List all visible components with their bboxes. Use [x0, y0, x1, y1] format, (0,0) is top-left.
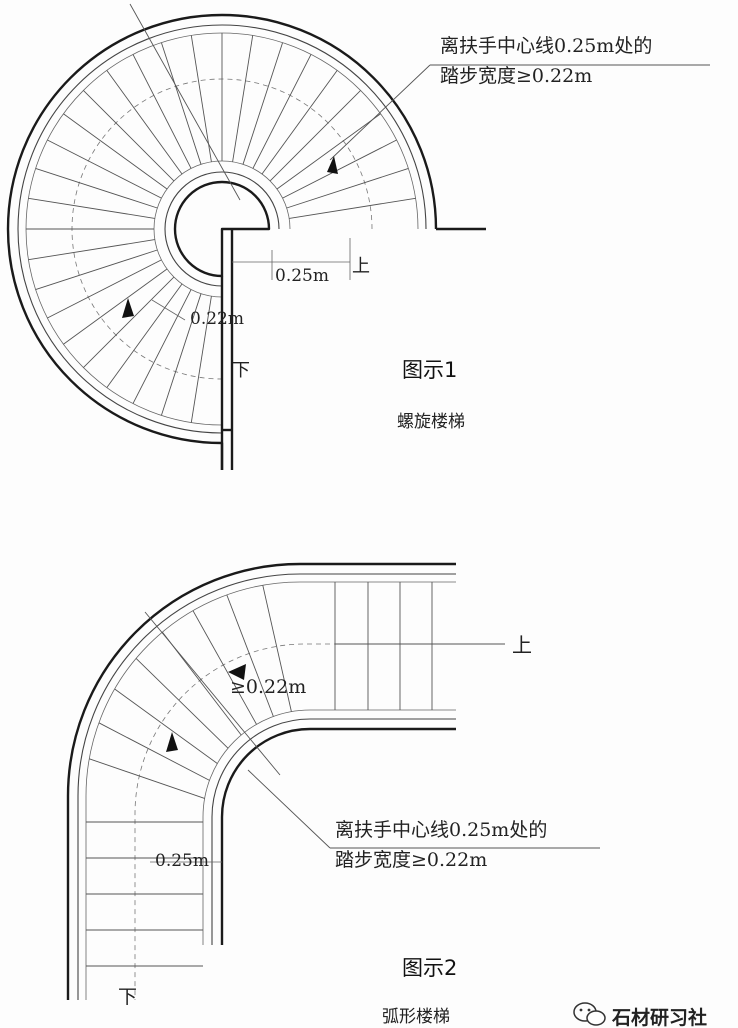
tread-line [160, 293, 202, 416]
fig2-caption: 图示2 [402, 956, 457, 980]
tread-line [269, 90, 361, 182]
fig2-subtitle: 弧形楼梯 [382, 1007, 450, 1027]
tread-line [28, 197, 155, 219]
tread-line [226, 594, 274, 717]
tread-line [262, 585, 292, 712]
fig1-label-down: 下 [232, 360, 250, 381]
down-arrow [166, 732, 178, 752]
fig1-dim-offset: 0.25m [275, 266, 329, 286]
tread-line [35, 249, 158, 291]
tread-line [192, 610, 257, 725]
tread-line [106, 70, 183, 175]
tread-lines [26, 33, 416, 423]
tread-line [63, 113, 168, 190]
inner-core [173, 180, 271, 278]
tread-line [83, 276, 175, 368]
tread-line [289, 197, 416, 219]
radial-leader-line [129, 3, 241, 201]
outer-wall [66, 562, 456, 1000]
outer-wall [6, 13, 486, 470]
tread-line [132, 54, 192, 169]
dim-line-025 [232, 238, 351, 280]
outer-handrail [17, 24, 427, 434]
top-leader-line [329, 64, 710, 161]
tread-line [160, 42, 202, 165]
inner-handrail-outer [202, 709, 456, 945]
tread-line [28, 239, 155, 261]
inner-wall [220, 727, 456, 945]
tread-line [276, 113, 381, 190]
outer-handrail [77, 573, 456, 1000]
tread-line [252, 54, 312, 169]
tread-line [135, 658, 229, 749]
up-arrow [228, 664, 246, 680]
inner-handrail [164, 171, 280, 287]
fig1-annotation-line1: 离扶手中心线0.25m处的 [440, 35, 652, 57]
tread-line [83, 90, 175, 182]
tread-line [35, 167, 158, 209]
walking-line [134, 643, 456, 1000]
dim-line-022 [151, 299, 186, 321]
wechat-icon [573, 1002, 606, 1026]
fig2-annotation-line1: 离扶手中心线0.25m处的 [335, 819, 547, 841]
core-wall-lower [220, 229, 234, 470]
fig2-dim-offset: 0.25m [155, 851, 209, 871]
inner-handrail-outer [153, 160, 291, 298]
fig1-caption: 图示1 [402, 358, 457, 382]
fig2-annotation-line2: 踏步宽度≥0.22m [335, 849, 487, 871]
outer-handrail-inner [85, 581, 456, 1000]
tread-line [190, 35, 212, 162]
bottom-leader-line [247, 769, 600, 849]
tread-line [63, 268, 168, 345]
fig1-annotation-line2: 踏步宽度≥0.22m [440, 65, 592, 87]
fig2-label-up: 上 [512, 633, 532, 657]
fig2-dim-tread: ≥0.22m [230, 676, 306, 698]
tread-line [286, 167, 409, 209]
tread-line [47, 259, 162, 319]
tread-line [114, 688, 218, 764]
fig2-label-down: 下 [118, 986, 137, 1008]
inner-handrail [211, 718, 456, 945]
fig1-label-up: 上 [352, 256, 370, 277]
diagonal-guide-line [144, 611, 281, 776]
tread-line [190, 296, 212, 423]
watermark: 石材研习社 [573, 1002, 707, 1028]
down-arrow [122, 298, 134, 318]
tread-line [261, 70, 338, 175]
up-arrow [327, 156, 338, 174]
figure1-spiral-stair: 离扶手中心线0.25m处的 踏步宽度≥0.22m 0.25m 0.22m 上 下… [6, 3, 710, 470]
tread-line [232, 35, 254, 162]
figure2-curved-stair: 离扶手中心线0.25m处的 踏步宽度≥0.22m 0.25m ≥0.22m 上 … [66, 562, 600, 1027]
tread-line [282, 139, 397, 199]
tread-line [98, 722, 210, 781]
tread-line [242, 42, 284, 165]
watermark-text: 石材研习社 [611, 1006, 707, 1028]
tread-line [132, 289, 192, 404]
tread-line [47, 139, 162, 199]
tread-line [89, 758, 205, 799]
tread-line [106, 283, 183, 388]
fig1-subtitle: 螺旋楼梯 [397, 412, 465, 432]
tread-lines [86, 582, 433, 967]
fig1-dim-tread: 0.22m [190, 309, 244, 329]
